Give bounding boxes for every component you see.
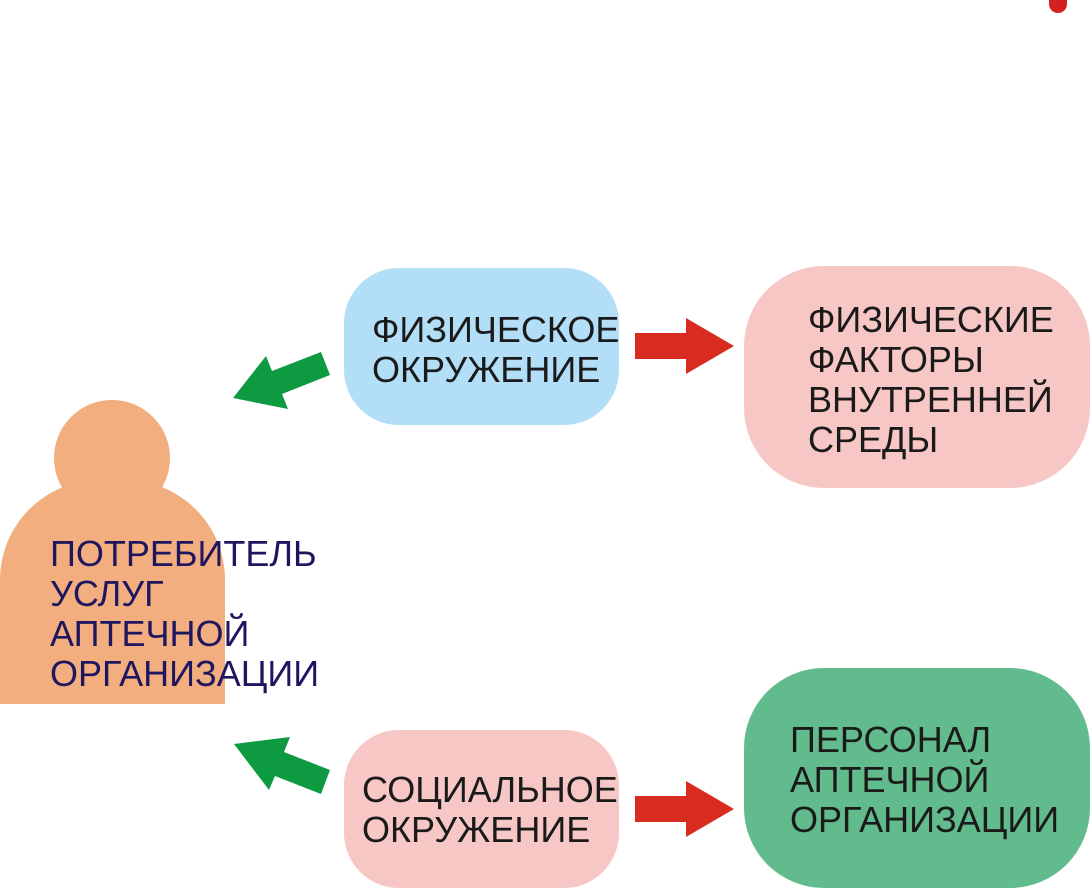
green-arrow-lower-icon (234, 737, 330, 794)
social-environment-box: СОЦИАЛЬНОЕ ОКРУЖЕНИЕ (344, 730, 619, 888)
red-arrow-upper-icon (635, 318, 734, 374)
green-arrow-upper-icon (233, 352, 330, 409)
physical-factors-box: ФИЗИЧЕСКИЕ ФАКТОРЫ ВНУТРЕННЕЙ СРЕДЫ (744, 266, 1090, 488)
person-body-icon (0, 480, 225, 704)
red-arrow-lower-icon (635, 781, 734, 837)
consumer-label: ПОТРЕБИТЕЛЬ УСЛУГ АПТЕЧНОЙ ОРГАНИЗАЦИИ (50, 533, 320, 694)
staff-box: ПЕРСОНАЛ АПТЕЧНОЙ ОРГАНИЗАЦИИ (744, 668, 1090, 888)
red-dot-marker (1049, 0, 1067, 13)
physical-environment-box: ФИЗИЧЕСКОЕ ОКРУЖЕНИЕ (344, 268, 619, 425)
